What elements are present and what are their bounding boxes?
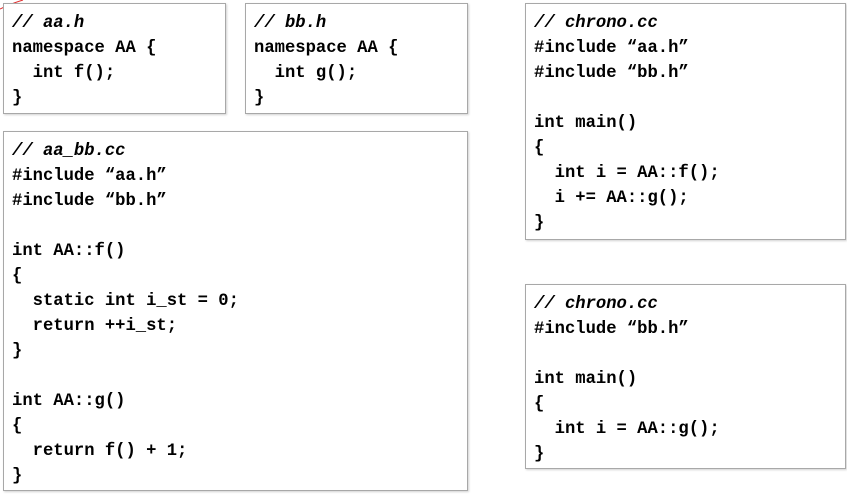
code-line: int i = AA::f(); [534, 164, 720, 183]
code-line: } [12, 342, 23, 361]
code-line: } [534, 445, 545, 464]
code-line: #include “aa.h” [534, 39, 689, 58]
code-line: #include “bb.h” [12, 192, 167, 211]
code-line: } [254, 89, 265, 108]
code-block: // chrono.cc #include “aa.h” #include “bb.… [534, 11, 845, 236]
code-box-aa-h: // aa.h namespace AA { int f();} [3, 3, 226, 114]
blank-line [534, 342, 845, 367]
code-line: { [12, 267, 23, 286]
code-line: int g(); [254, 64, 358, 83]
code-line: } [12, 89, 23, 108]
code-line: #include “aa.h” [12, 167, 167, 186]
code-line: i += AA::g(); [534, 189, 689, 208]
code-comment: // aa_bb.cc [12, 142, 126, 161]
code-line: { [12, 417, 23, 436]
code-line: namespace AA { [12, 39, 157, 58]
code-line: return f() + 1; [12, 442, 188, 461]
code-box-chrono-cc-2: // chrono.cc #include “bb.h” int main() { i… [525, 284, 846, 469]
code-line: { [534, 395, 545, 414]
code-comment: // chrono.cc [534, 14, 658, 33]
code-comment: // bb.h [254, 14, 327, 33]
code-block: // chrono.cc #include “bb.h” int main() { i… [534, 292, 845, 467]
code-line: } [534, 214, 545, 233]
code-line: } [12, 467, 23, 486]
code-line: int AA::g() [12, 392, 126, 411]
code-line: #include “bb.h” [534, 64, 689, 83]
code-box-chrono-cc-1: // chrono.cc #include “aa.h” #include “bb.… [525, 3, 846, 240]
code-line: int f(); [12, 64, 116, 83]
code-box-aa-bb-cc: // aa_bb.cc #include “aa.h” #include “bb.h… [3, 131, 468, 491]
code-line: { [534, 139, 545, 158]
code-line: return ++i_st; [12, 317, 178, 336]
code-line: static int i_st = 0; [12, 292, 239, 311]
code-block: // bb.h namespace AA { int g();} [254, 11, 467, 111]
code-block: // aa_bb.cc #include “aa.h” #include “bb.h… [12, 139, 467, 489]
code-line: int main() [534, 370, 638, 389]
code-comment: // aa.h [12, 14, 85, 33]
blank-line [12, 364, 467, 389]
code-block: // aa.h namespace AA { int f();} [12, 11, 225, 111]
blank-line [12, 214, 467, 239]
code-line: int main() [534, 114, 638, 133]
code-box-bb-h: // bb.h namespace AA { int g();} [245, 3, 468, 114]
code-line: #include “bb.h” [534, 320, 689, 339]
blank-line [534, 86, 845, 111]
code-comment: // chrono.cc [534, 295, 658, 314]
code-line: int i = AA::g(); [534, 420, 720, 439]
code-line: int AA::f() [12, 242, 126, 261]
code-line: namespace AA { [254, 39, 399, 58]
